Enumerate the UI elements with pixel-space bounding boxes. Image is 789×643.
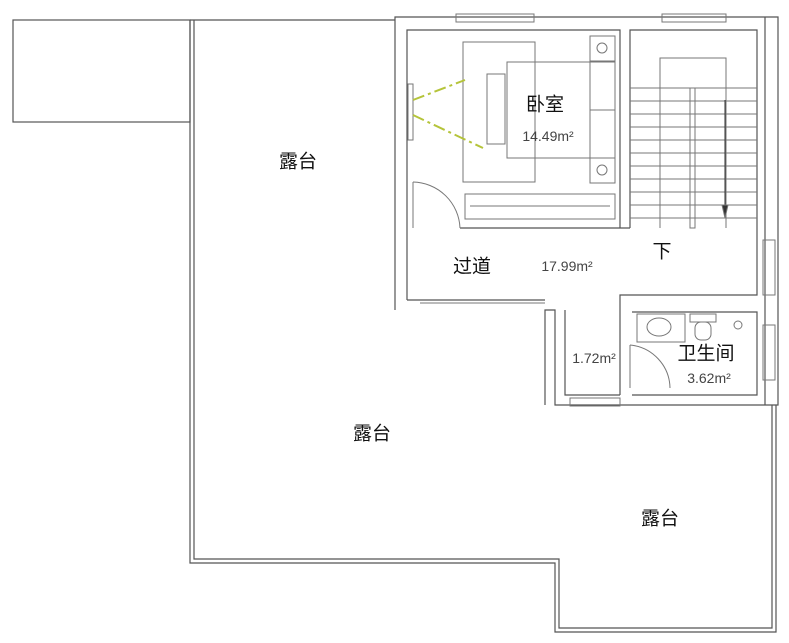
terrace-bottom-right-label: 露台 bbox=[640, 507, 680, 530]
top-left-slab bbox=[12, 19, 191, 123]
building-walls bbox=[394, 16, 779, 406]
bedroom-area: 14.49m² bbox=[522, 128, 574, 144]
terrace-center-label: 露台 bbox=[352, 422, 392, 445]
bathroom-area: 3.62m² bbox=[687, 370, 731, 386]
terrace-top-label: 露台 bbox=[278, 150, 318, 173]
bed bbox=[462, 35, 616, 184]
tv bbox=[407, 83, 414, 141]
windows bbox=[420, 13, 776, 407]
bedroom-label: 卧室 bbox=[525, 93, 565, 116]
wardrobe bbox=[464, 193, 616, 220]
closet-area: 1.72m² bbox=[572, 350, 616, 366]
bathroom-door bbox=[629, 344, 671, 389]
bedroom-door bbox=[412, 181, 461, 229]
stairs-down-label: 下 bbox=[652, 240, 672, 263]
staircase bbox=[630, 57, 757, 229]
corridor-area: 17.99m² bbox=[541, 258, 593, 274]
bathroom-fixtures bbox=[636, 313, 743, 343]
bathroom-label: 卫生间 bbox=[677, 342, 735, 365]
tv-sightline bbox=[412, 79, 466, 101]
corridor-label: 过道 bbox=[452, 255, 492, 278]
terrace-outline bbox=[189, 20, 777, 633]
